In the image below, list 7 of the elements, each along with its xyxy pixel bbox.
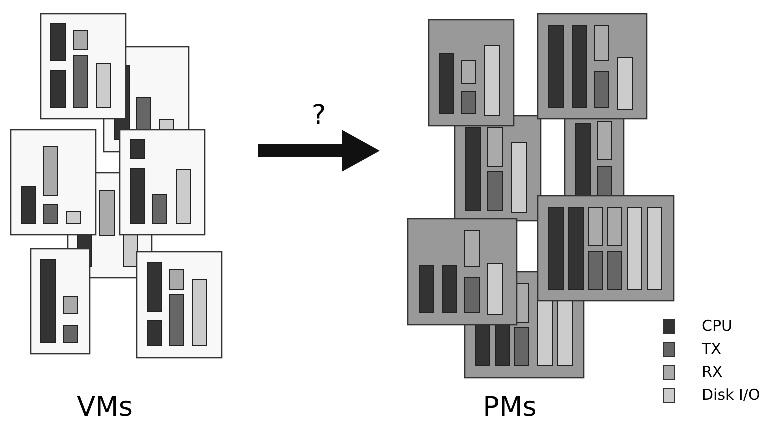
legend-label: RX xyxy=(702,363,723,381)
legend-label: Disk I/O xyxy=(702,386,760,404)
arrow xyxy=(258,130,380,172)
group-label: PMs xyxy=(483,394,537,421)
group-label: VMs xyxy=(77,394,133,421)
legend-label: CPU xyxy=(702,317,732,335)
legend-label: TX xyxy=(702,340,722,358)
